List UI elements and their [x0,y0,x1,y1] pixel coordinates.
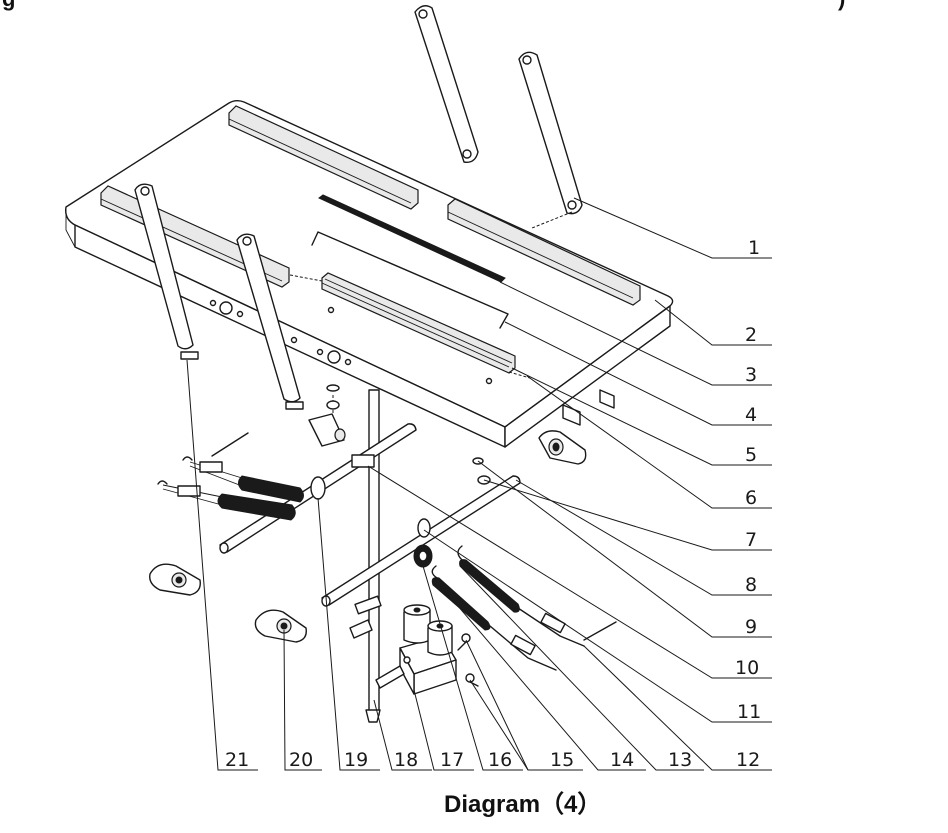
rail-right [447,198,641,306]
leg-foot-a [180,351,199,360]
part-numbers-bottom: 21 20 19 18 17 16 15 14 13 12 [225,749,760,771]
solenoid-valve-small [308,413,346,447]
part-numbers-right: 1 2 3 4 5 6 7 8 9 10 11 [735,237,761,723]
stud-bolt-right [583,621,617,641]
bearing-bracket-right [538,430,587,465]
part-number-7: 7 [745,529,757,551]
slide-rail [321,272,516,374]
leaders-right [367,197,772,723]
header-fragment-right: ) [838,0,845,11]
part-number-12: 12 [736,749,760,771]
part-number-1: 1 [748,237,760,259]
part-number-10: 10 [735,657,759,679]
header-fragment-left: g [2,0,15,11]
chain-link-b [517,607,585,647]
bracket-tab-b [599,389,615,409]
stud-bolt-left [211,432,249,457]
turnbuckle-a [199,461,223,473]
collar-left [310,476,326,500]
part-number-13: 13 [668,749,692,771]
leg-lower-a [134,183,199,360]
part-number-19: 19 [344,749,368,771]
turnbuckle-d [540,612,566,634]
turnbuckle-b [177,485,201,497]
wire-bracket [311,231,509,329]
tension-spring-right-b [457,545,520,613]
part-number-20: 20 [289,749,313,771]
bearing-left [149,563,201,596]
part-number-6: 6 [745,487,757,509]
strip-part [318,194,506,283]
part-number-15: 15 [550,749,574,771]
table-top [65,100,674,448]
shaft-clamp [351,454,375,468]
vertical-shaft [365,389,381,723]
part-number-21: 21 [225,749,249,771]
leg-lower-b [236,233,304,410]
front-hole-large [219,301,233,315]
bearing-lower-left [254,609,307,643]
part-number-16: 16 [488,749,512,771]
tension-spring-right-a [431,565,491,631]
leg-upper-b [518,51,583,215]
part-number-2: 2 [745,324,757,346]
part-number-8: 8 [745,574,757,596]
tension-spring-left-b [162,484,296,521]
fitting-a [375,665,405,689]
part-number-9: 9 [745,616,757,638]
diagram-caption: Diagram（4） [444,791,601,818]
hook-a [182,456,193,461]
part-number-18: 18 [394,749,418,771]
turnbuckle-c [510,634,536,656]
part-number-5: 5 [745,444,757,466]
leg-foot-b [285,401,304,410]
leaders-bottom [186,359,772,771]
gear-hub [413,544,433,568]
part-number-3: 3 [745,364,757,386]
part-number-17: 17 [440,749,464,771]
leg-upper-a [414,5,479,163]
rail-back [228,105,419,210]
fitting-clip [354,595,382,615]
collar-right [417,518,431,538]
solenoid-valve-block [399,604,457,695]
chain-link-a [489,625,557,671]
part-number-11: 11 [737,701,761,723]
part-number-4: 4 [745,404,757,426]
part-number-14: 14 [610,749,634,771]
hook-b [157,480,168,485]
fitting-b [349,619,373,639]
